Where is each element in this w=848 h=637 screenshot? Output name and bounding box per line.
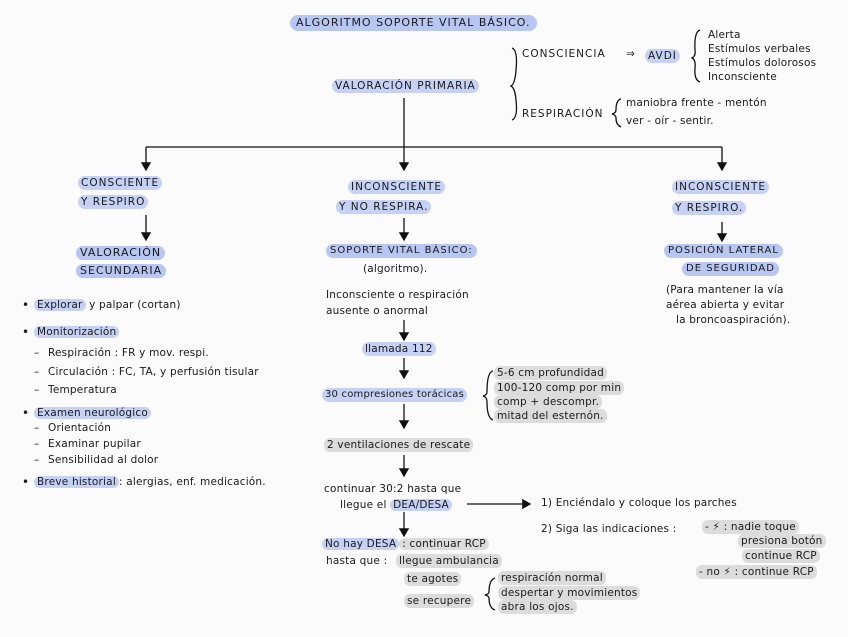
consciencia-arrow: ⇒ [626, 48, 635, 60]
compression-note: 5-6 cm profundidad [494, 366, 607, 380]
until-recovered: se recupere [404, 594, 475, 608]
avdi-item: Inconsciente [708, 71, 777, 83]
dea-shock-note: continue RCP [742, 549, 820, 563]
no-desa-line: No hay DESA: continuar RCP [322, 537, 489, 551]
avdi-item: Estímulos dolorosos [708, 57, 817, 69]
compressions: 30 compresiones torácicas [322, 388, 468, 402]
right-sub-line: POSICIÓN LATERAL [664, 244, 783, 258]
dea-step: 2) Siga las indicaciones : [541, 523, 677, 535]
avdi-item: Alerta [708, 29, 741, 41]
until-ambulance: llegue ambulancia [396, 554, 502, 568]
svb-sub: (algoritmo). [363, 263, 428, 275]
center-title-line: Y NO RESPIRA. [336, 200, 432, 214]
condition-line: ausente o anormal [326, 305, 428, 317]
recovery-note: despertar y movimientos [498, 586, 641, 600]
diagram-title: ALGORITMO SOPORTE VITAL BÁSICO. [290, 15, 537, 31]
right-note-line: (Para mantener la vía [666, 284, 784, 296]
neuro-item: Orientación [34, 421, 111, 435]
neuro-item: Examinar pupilar [34, 437, 141, 451]
neuro-item: Sensibilidad al dolor [34, 453, 158, 467]
left-bullet: Breve historial: alergias, enf. medicaci… [22, 475, 266, 489]
dea-shock-note: presiona botón [738, 534, 826, 548]
avdi: AVDI [645, 49, 680, 63]
continue-line: llegue el DEA/DESA [340, 498, 452, 512]
respiracion-item: maniobra frente - mentón [626, 97, 767, 109]
recovery-note: abra los ojos. [498, 600, 577, 614]
respiracion-label: RESPIRACIÓN [522, 108, 604, 120]
compression-note: 100-120 comp por min [494, 381, 625, 395]
condition-line: Inconsciente o respiración [326, 289, 469, 301]
call-112: llamada 112 [362, 342, 436, 356]
dea-step: 1) Enciéndalo y coloque los parches [541, 497, 737, 509]
right-note-line: aérea abierta y evitar [666, 299, 785, 311]
right-title-line: Y RESPIRO. [672, 201, 747, 215]
monitor-item: Temperatura [34, 383, 117, 397]
svb-heading: SOPORTE VITAL BÁSICO: [326, 244, 477, 258]
left-sub-line: VALORACIÓN [76, 246, 166, 260]
respiracion-item: ver - oír - sentir. [626, 115, 714, 127]
left-title-line: CONSCIENTE [78, 176, 163, 190]
right-title-line: INCONSCIENTE [672, 180, 770, 194]
monitor-item: Respiración : FR y mov. respi. [34, 346, 209, 360]
right-note-line: la broncoaspiración). [676, 314, 791, 326]
dea-shock-note: - ⚡ : nadie toque [702, 520, 799, 534]
compression-note: comp + descompr. [494, 395, 603, 409]
valoracion-primaria: VALORACIÓN PRIMARIA [332, 79, 479, 93]
ventilations: 2 ventilaciones de rescate [324, 438, 474, 452]
recovery-note: respiración normal [498, 571, 606, 585]
left-title-line: Y RESPIRO [78, 195, 149, 209]
center-title-line: INCONSCIENTE [348, 180, 446, 194]
right-sub-line: DE SEGURIDAD [682, 262, 779, 276]
consciencia-label: CONSCIENCIA [522, 48, 606, 60]
monitor-item: Circulación : FC, TA, y perfusión tisula… [34, 365, 259, 379]
continue-line: continuar 30:2 hasta que [324, 483, 462, 495]
left-bullet: Explorar y palpar (cortan) [22, 298, 181, 312]
left-sub-line: SECUNDARIA [76, 264, 167, 278]
dea-noshock-note: - no ⚡ : continue RCP [696, 565, 817, 579]
left-bullet: Examen neurológico [22, 406, 151, 420]
avdi-item: Estímulos verbales [708, 43, 811, 55]
until-exhausted: te agotes [404, 572, 462, 586]
compression-note: mitad del esternón. [494, 409, 607, 423]
left-bullet: Monitorización [22, 325, 120, 339]
until-label: hasta que : [326, 555, 388, 567]
